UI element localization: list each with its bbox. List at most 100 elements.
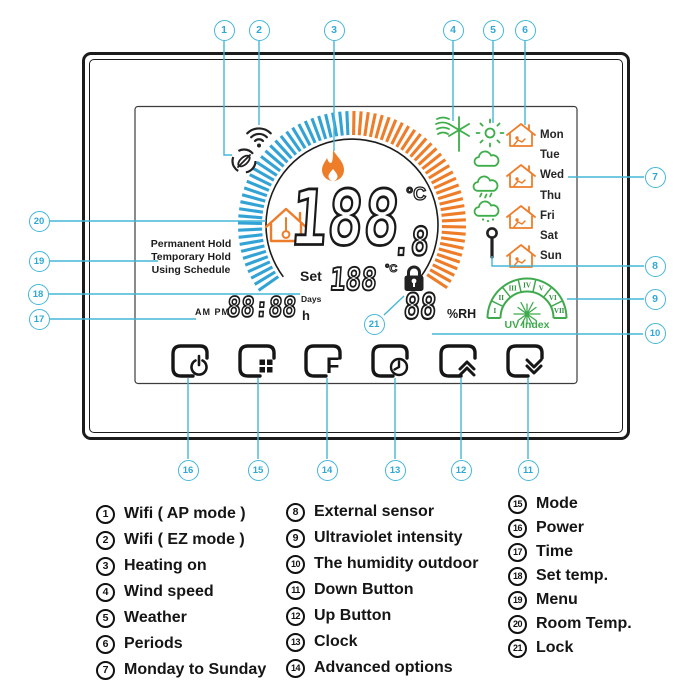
period-house-icon: [506, 244, 536, 268]
legend-label-15: Mode: [536, 495, 578, 512]
rain-cloud-icon: [472, 175, 499, 199]
legend-number-14: 14: [286, 658, 305, 678]
hours-unit-label: h: [302, 308, 310, 323]
callout-18: 18: [27, 283, 49, 305]
down-button[interactable]: [505, 342, 545, 382]
mode-button[interactable]: [237, 342, 277, 382]
legend-item-19: 19 Menu: [508, 588, 632, 612]
callout-21: 21: [363, 313, 385, 335]
heating-flame-icon: [322, 150, 344, 181]
period-house-icons: [506, 123, 536, 268]
legend-label-4: Wind speed: [124, 583, 214, 600]
callout-9: 9: [644, 288, 666, 310]
legend-number-8: 8: [286, 502, 305, 522]
room-temp-decimal: .8: [390, 219, 431, 267]
legend-item-21: 21 Lock: [508, 636, 632, 660]
room-temp-house-icon: [264, 207, 308, 243]
down-icon: [525, 358, 543, 375]
legend-label-21: Lock: [536, 639, 574, 656]
weekday-sun: Sun: [540, 250, 562, 263]
legend-number-19: 19: [508, 590, 527, 610]
callout-12: 12: [450, 459, 472, 481]
hold-temporary-label: Temporary Hold: [151, 251, 231, 263]
legend-label-10: The humidity outdoor: [314, 555, 479, 572]
power-button[interactable]: [170, 342, 210, 382]
svg-text:VI: VI: [549, 294, 557, 302]
svg-text:V: V: [539, 285, 544, 293]
legend-label-1: Wifi ( AP mode ): [124, 505, 246, 522]
thermostat-inner-frame: [89, 59, 623, 433]
callout-1: 1: [213, 19, 235, 41]
button-bracket: [439, 344, 477, 378]
hold-permanent-label: Permanent Hold: [150, 238, 232, 250]
weekday-sat: Sat: [540, 230, 558, 242]
wifi-ap-icon: [231, 148, 257, 174]
room-temp-unit: °C: [405, 184, 427, 204]
callout-10: 10: [644, 322, 666, 344]
legend-number-18: 18: [508, 566, 527, 586]
legend-label-19: Menu: [536, 591, 578, 608]
period-house-icon: [506, 164, 536, 188]
legend-number-6: 6: [96, 634, 115, 654]
legend-label-20: Room Temp.: [536, 615, 632, 632]
button-bracket: [171, 344, 209, 378]
button-bracket: [304, 344, 342, 378]
dial-inner-arc: [265, 138, 439, 278]
legend-label-9: Ultraviolet intensity: [314, 529, 463, 546]
legend-number-11: 11: [286, 580, 305, 600]
legend-number-13: 13: [286, 632, 305, 652]
callout-2: 2: [248, 19, 270, 41]
hold-schedule-label: Using Schedule: [151, 264, 231, 276]
set-label: Set: [300, 268, 322, 284]
callout-5: 5: [482, 19, 504, 41]
advanced-options-button[interactable]: F: [303, 342, 343, 382]
weekday-mon: Mon: [540, 129, 564, 141]
legend-number-7: 7: [96, 660, 115, 680]
svg-text:III: III: [509, 285, 517, 293]
callout-6: 6: [514, 19, 536, 41]
set-temp-value: 188: [328, 262, 379, 300]
button-bracket: [371, 344, 409, 378]
legend-label-12: Up Button: [314, 607, 392, 624]
legend-label-8: External sensor: [314, 503, 435, 520]
wifi-ez-icon: [246, 127, 272, 148]
clock-button[interactable]: [370, 342, 410, 382]
svg-text:I: I: [493, 307, 496, 315]
ampm-label: AM PM: [195, 307, 230, 317]
lock-icon: [404, 265, 424, 291]
svg-text:II: II: [498, 294, 504, 302]
room-temp-value: 188: [287, 173, 404, 264]
legend-number-17: 17: [508, 542, 527, 562]
callout-13: 13: [384, 459, 406, 481]
legend-number-10: 10: [286, 554, 305, 574]
legend-item-3: 3 Heating on: [96, 553, 266, 579]
sun-icon: [475, 118, 505, 148]
callout-19: 19: [28, 250, 50, 272]
button-bracket: [238, 344, 276, 378]
legend-number-21: 21: [508, 638, 527, 658]
legend-number-3: 3: [96, 556, 115, 576]
weekday-tue: Tue: [540, 149, 560, 162]
svg-text:IV: IV: [523, 281, 531, 289]
humidity-value: 88: [401, 286, 438, 328]
legend-number-2: 2: [96, 530, 115, 550]
time-value: 88:88: [225, 292, 298, 325]
up-icon: [458, 360, 476, 377]
temperature-dial-ticks: [237, 110, 467, 292]
legend-number-5: 5: [96, 608, 115, 628]
weekday-wed: Wed: [540, 169, 565, 182]
days-unit-label: Days: [301, 294, 322, 304]
legend-label-3: Heating on: [124, 557, 207, 574]
up-button[interactable]: [438, 342, 478, 382]
